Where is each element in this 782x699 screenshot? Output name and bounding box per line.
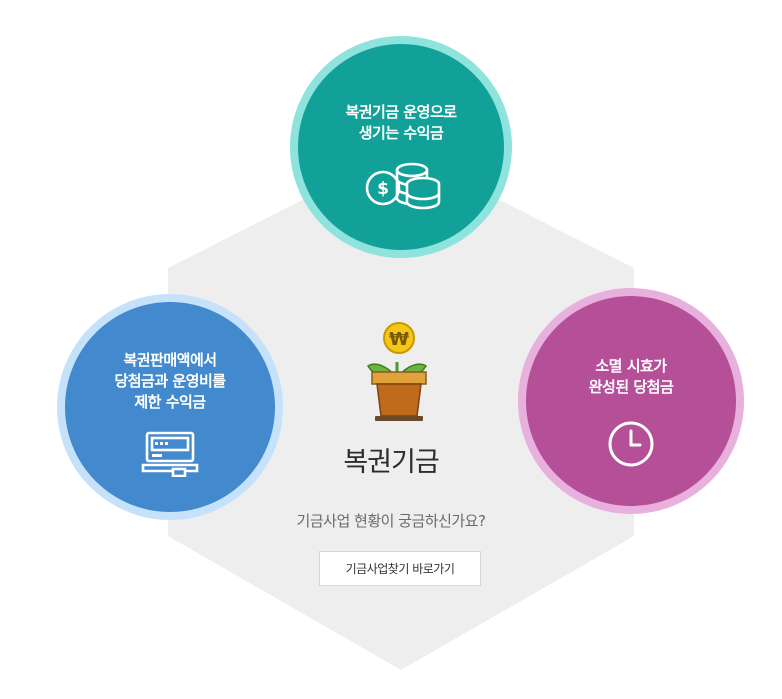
fund-project-search-button[interactable]: 기금사업찾기 바로가기 [319, 551, 481, 586]
center-question: 기금사업 현황이 궁금하신가요? [296, 512, 486, 530]
coins-icon: $ [361, 158, 441, 214]
title-line: 생기는 수익금 [358, 124, 444, 142]
money-plant-icon: ₩ [362, 320, 432, 428]
svg-text:$: $ [377, 179, 389, 199]
title-line: 제한 수익금 [134, 393, 206, 411]
title-line: 복권판매액에서 [123, 351, 217, 369]
circle-expired-prizes-title: 소멸 시효가 완성된 당첨금 [589, 356, 674, 398]
svg-text:₩: ₩ [389, 329, 409, 350]
terminal-icon [141, 431, 199, 481]
circle-operating-income-title: 복권기금 운영으로 생기는 수익금 [345, 102, 457, 144]
title-line: 소멸 시효가 [595, 357, 667, 375]
circle-sales-income-title: 복권판매액에서 당첨금과 운영비를 제한 수익금 [114, 350, 226, 413]
circle-expired-prizes: 소멸 시효가 완성된 당첨금 [518, 288, 744, 514]
clock-icon [607, 420, 655, 472]
title-line: 복권기금 운영으로 [345, 103, 457, 121]
center-title: 복권기금 [343, 447, 439, 478]
title-line: 완성된 당첨금 [588, 378, 674, 396]
circle-operating-income: 복권기금 운영으로 생기는 수익금 $ [290, 36, 512, 258]
title-line: 당첨금과 운영비를 [114, 372, 226, 390]
circle-sales-income: 복권판매액에서 당첨금과 운영비를 제한 수익금 [57, 294, 283, 520]
